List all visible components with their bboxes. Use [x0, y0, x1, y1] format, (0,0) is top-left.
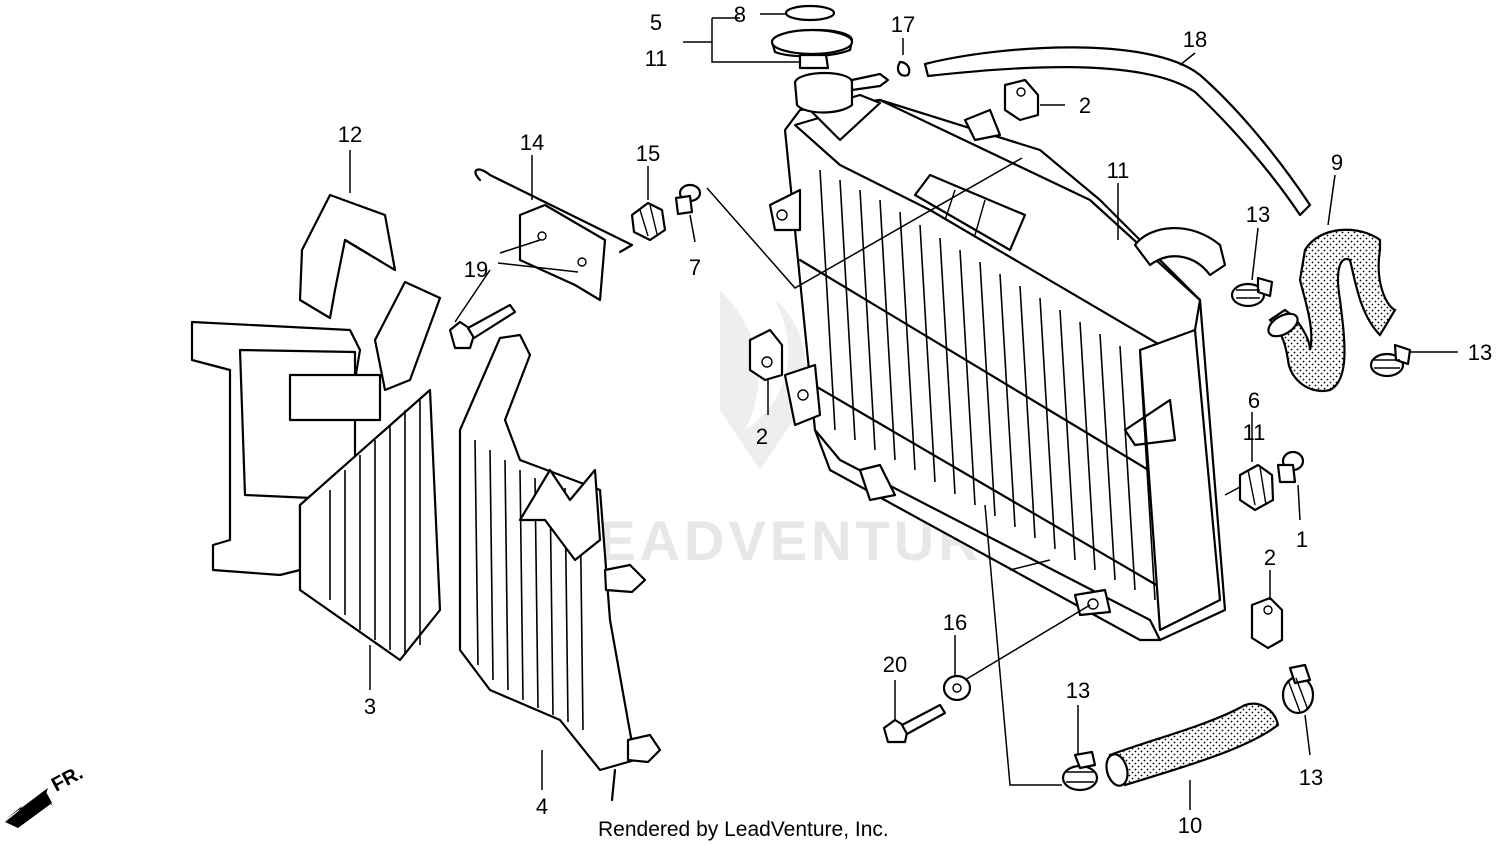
radiator-core-fins	[819, 169, 1156, 601]
callout-6: 6	[1248, 388, 1260, 413]
lower-hose-10	[1105, 702, 1280, 787]
callout-3: 3	[364, 694, 376, 719]
callout-18: 18	[1183, 27, 1207, 52]
radiator-cap	[770, 4, 890, 114]
radiator-assembly	[768, 93, 1227, 642]
callout-17: 17	[891, 12, 915, 37]
damper-2c	[1250, 596, 1284, 650]
stay-bracket	[474, 168, 634, 302]
callout-11-grommet: 11	[1243, 420, 1266, 445]
front-arrow-icon	[5, 790, 52, 828]
hose-clamp-13b	[1369, 343, 1412, 378]
callout-2: 2	[1079, 93, 1091, 118]
callout-11-radiator: 11	[1107, 158, 1130, 183]
radiator-shroud-rear	[190, 280, 442, 662]
front-direction-indicator: FR.	[5, 762, 87, 828]
callout-13-upper-left: 13	[1246, 202, 1270, 227]
flange-bolt-20	[882, 703, 947, 744]
callout-2-lower: 2	[1264, 545, 1276, 570]
callout-9: 9	[1331, 150, 1343, 175]
callout-7: 7	[689, 255, 701, 280]
callout-1: 1	[1296, 527, 1308, 552]
credit-text: Rendered by LeadVenture, Inc.	[598, 818, 889, 841]
callout-4: 4	[536, 794, 548, 819]
callout-13-lower-left: 13	[1066, 678, 1090, 703]
washer-16	[942, 674, 972, 702]
callout-14: 14	[520, 130, 544, 155]
hose-clamp-13d	[1281, 663, 1315, 715]
grommet-6	[1238, 463, 1275, 512]
callout-16: 16	[943, 610, 967, 635]
callout-8: 8	[734, 2, 746, 27]
callout-12: 12	[338, 122, 362, 147]
hose-clamp-13c	[1061, 750, 1099, 792]
flange-bolt-19	[448, 303, 517, 350]
callout-10: 10	[1178, 813, 1202, 838]
callout-20: 20	[883, 652, 907, 677]
collar-7	[674, 183, 702, 216]
callout-11: 11	[645, 46, 668, 71]
shroud-bracket	[298, 193, 397, 320]
callout-2-left: 2	[756, 424, 768, 449]
leader-lines	[349, 13, 1458, 810]
callout-13-lower-right: 13	[1299, 765, 1323, 790]
callout-13-upper-right: 13	[1468, 340, 1492, 365]
damper-2a	[1003, 78, 1040, 122]
grommet-15	[630, 201, 667, 242]
clip-17	[896, 60, 911, 77]
hose-clamp-13a	[1230, 276, 1274, 308]
shroud-rear-fins	[329, 398, 421, 655]
front-label: FR.	[48, 762, 87, 797]
callout-19: 19	[464, 257, 488, 282]
collar-1	[1276, 450, 1305, 484]
radiator-shroud-front	[458, 333, 662, 802]
callout-5: 5	[650, 10, 662, 35]
damper-2b	[748, 328, 784, 382]
callouts: 8 5 11 17 18 2 12 14 15 11 9 13 19 7 13 …	[338, 2, 1492, 838]
upper-hose-9	[1267, 228, 1397, 393]
callout-15: 15	[636, 141, 660, 166]
breather-tube-18	[923, 46, 1312, 217]
